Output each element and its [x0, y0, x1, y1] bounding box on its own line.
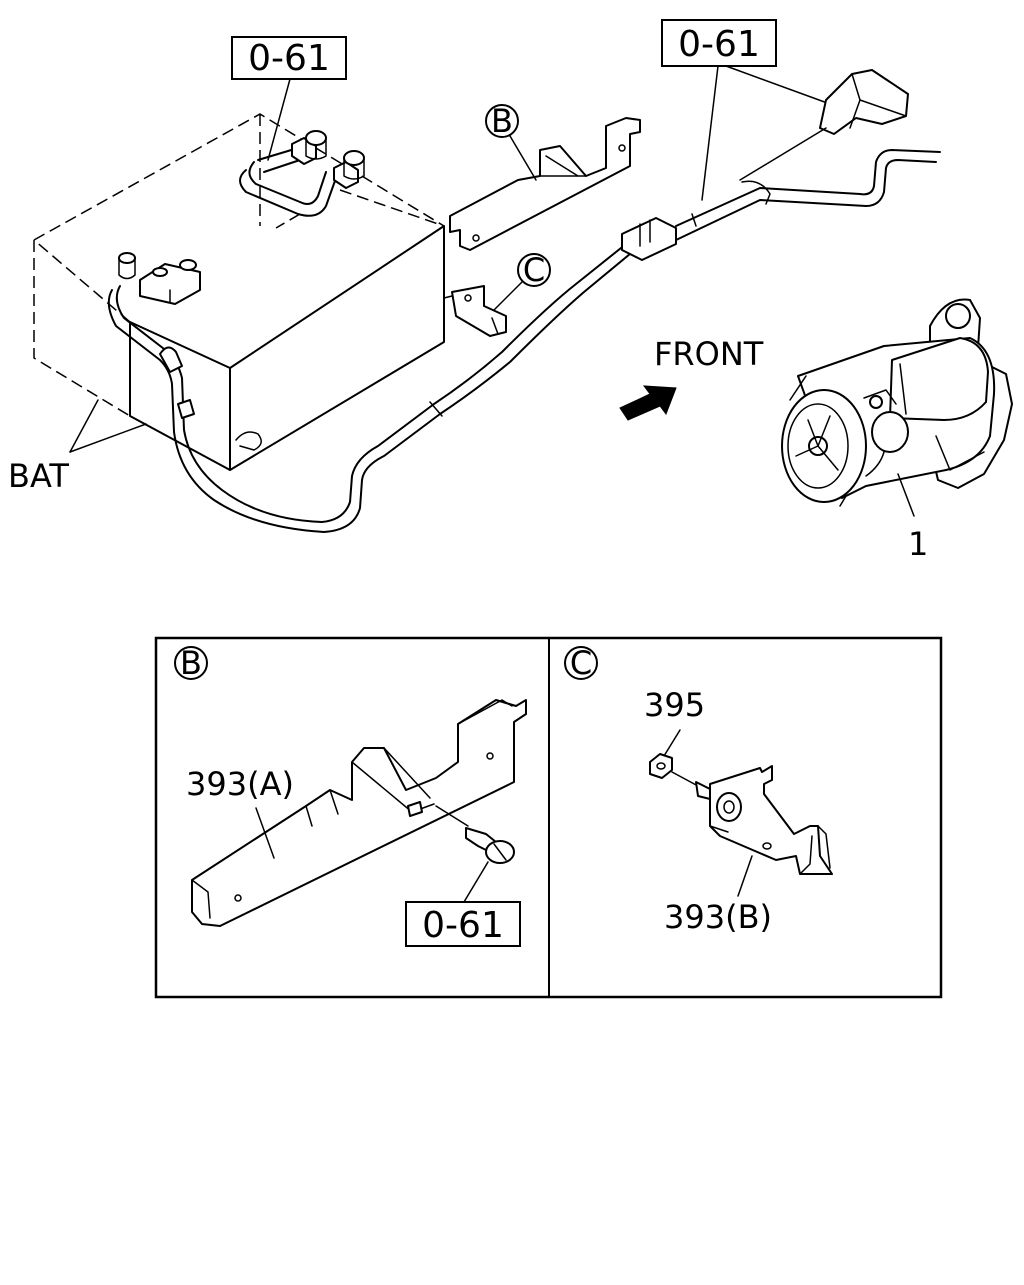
starter-part-number: 1: [908, 525, 928, 563]
ref-label-starter-cable: 0-61: [678, 24, 760, 65]
detail-c-letter: C: [570, 644, 592, 682]
front-label: FRONT: [654, 335, 764, 373]
bracket-c-main: [443, 285, 507, 337]
detail-b: B 393(A) 0-61: [174, 644, 527, 947]
starter-cable: [107, 149, 941, 533]
ref-box-battery: 0-61: [231, 36, 347, 161]
battery: [33, 113, 445, 471]
detail-c-part: 393(B): [664, 898, 772, 936]
front-arrow-icon: [619, 385, 677, 421]
bracket-393b: [709, 765, 833, 875]
ref-box-starter-cable: 0-61: [661, 19, 831, 201]
callout-c-top: C: [493, 251, 551, 311]
battery-top-cable: [239, 130, 445, 229]
nut: [649, 753, 673, 779]
svg-text:C: C: [523, 251, 545, 289]
starter-connector: [739, 69, 909, 181]
detail-c: C 395 393(B): [564, 644, 833, 936]
starter-motor: [781, 298, 1013, 507]
ref-label-battery: 0-61: [248, 38, 330, 79]
detail-b-letter: B: [180, 644, 202, 682]
callout-b-top: B: [485, 102, 537, 181]
ref-label-detail-b: 0-61: [422, 905, 504, 946]
detail-c-nut: 395: [644, 686, 705, 724]
svg-text:B: B: [491, 102, 513, 140]
battery-terminal: [118, 252, 201, 305]
detail-b-part: 393(A): [186, 765, 294, 803]
battery-label: BAT: [8, 457, 69, 495]
bracket-b-main: [449, 117, 641, 251]
detail-panels: [154, 636, 943, 999]
bracket-393a: [191, 699, 527, 927]
bolt: [435, 805, 515, 864]
